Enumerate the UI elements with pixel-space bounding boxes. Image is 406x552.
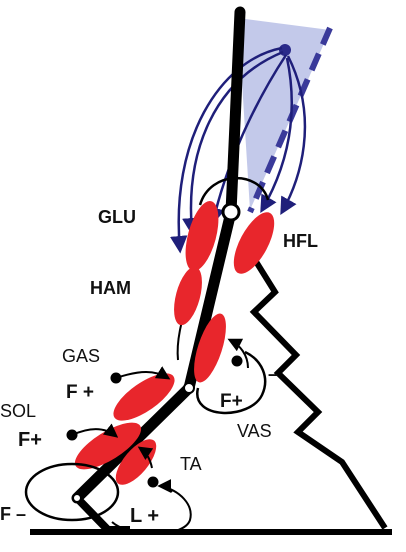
vas-loop (196, 350, 267, 415)
knee-joint (183, 382, 195, 394)
ta-node (147, 476, 159, 488)
vas-muscle (194, 313, 226, 383)
ta-label: TA (180, 454, 202, 474)
sol-force-label: F+ (18, 429, 42, 451)
vas-minus-label: – (268, 364, 278, 384)
foot-force-label: F – (0, 504, 26, 524)
ta-length-label: L + (130, 505, 159, 527)
trunk-segment (225, 6, 246, 218)
ham-muscle (174, 266, 202, 326)
zigzag-outline (247, 250, 388, 530)
ta-length-loop (111, 485, 192, 535)
ta-length-arrow (157, 479, 173, 494)
ta-feedback-arrow (137, 446, 154, 469)
sol-node (66, 429, 78, 441)
gas-force-label: F + (66, 382, 94, 403)
ankle-joint (72, 493, 82, 503)
vas-label: VAS (237, 421, 272, 441)
sol-muscle (74, 422, 142, 470)
ham-label: HAM (90, 278, 131, 298)
sol-label: SOL (0, 401, 36, 421)
reflex-loops (170, 46, 307, 254)
vas-force-label: F+ (220, 391, 243, 412)
glu-label: GLU (98, 207, 136, 227)
hfl-muscle (233, 212, 275, 274)
muscles (74, 201, 275, 485)
foot-segment (74, 495, 130, 534)
vas-node (231, 355, 243, 367)
hfl-label: HFL (283, 231, 318, 251)
gas-loop (115, 366, 171, 380)
glu-muscle (185, 201, 219, 271)
gas-label: GAS (62, 346, 100, 366)
foot-force-loop (24, 462, 120, 522)
gas-muscle (113, 373, 175, 421)
vas-feedback-arrow (227, 338, 249, 369)
hip-joint (221, 202, 241, 222)
trunk-lean-cone (238, 18, 330, 210)
gas-node (110, 372, 122, 384)
